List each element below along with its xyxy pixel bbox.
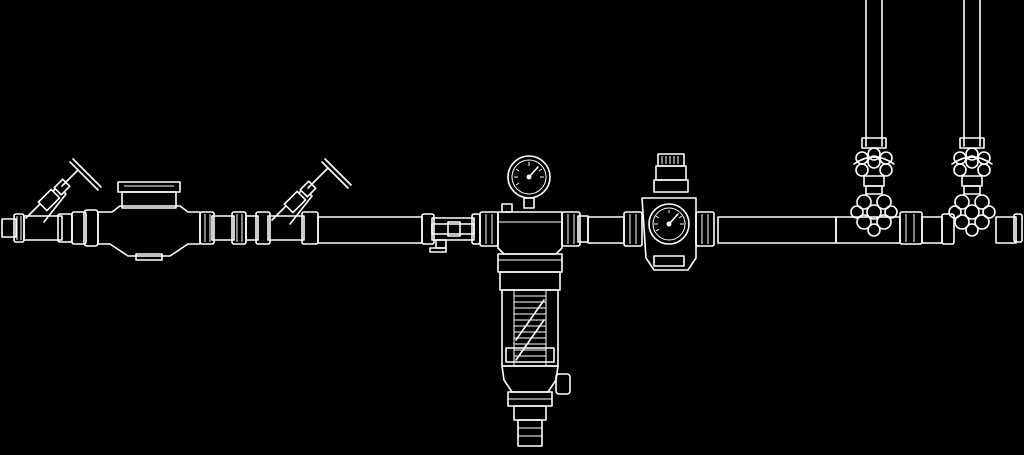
pressure-gauge-icon — [648, 203, 690, 245]
backwash-filter — [479, 155, 589, 447]
water-meter — [71, 181, 247, 261]
outlet-stop-valve — [245, 158, 352, 245]
valve-body-cluster — [948, 194, 996, 237]
inlet-stop-valve — [23, 158, 102, 243]
check-valve — [421, 213, 481, 253]
pressure-reducer — [623, 153, 715, 271]
handwheel-icon — [951, 147, 993, 177]
valve-body-cluster — [850, 194, 898, 237]
handwheel-icon — [853, 147, 895, 177]
filter-screen — [513, 290, 547, 366]
branch-valve-2 — [941, 0, 996, 245]
handwheel-icon — [321, 158, 352, 189]
branch-valve-1 — [850, 0, 923, 245]
pressure-gauge-icon — [507, 155, 551, 209]
handwheel-icon — [69, 158, 102, 191]
